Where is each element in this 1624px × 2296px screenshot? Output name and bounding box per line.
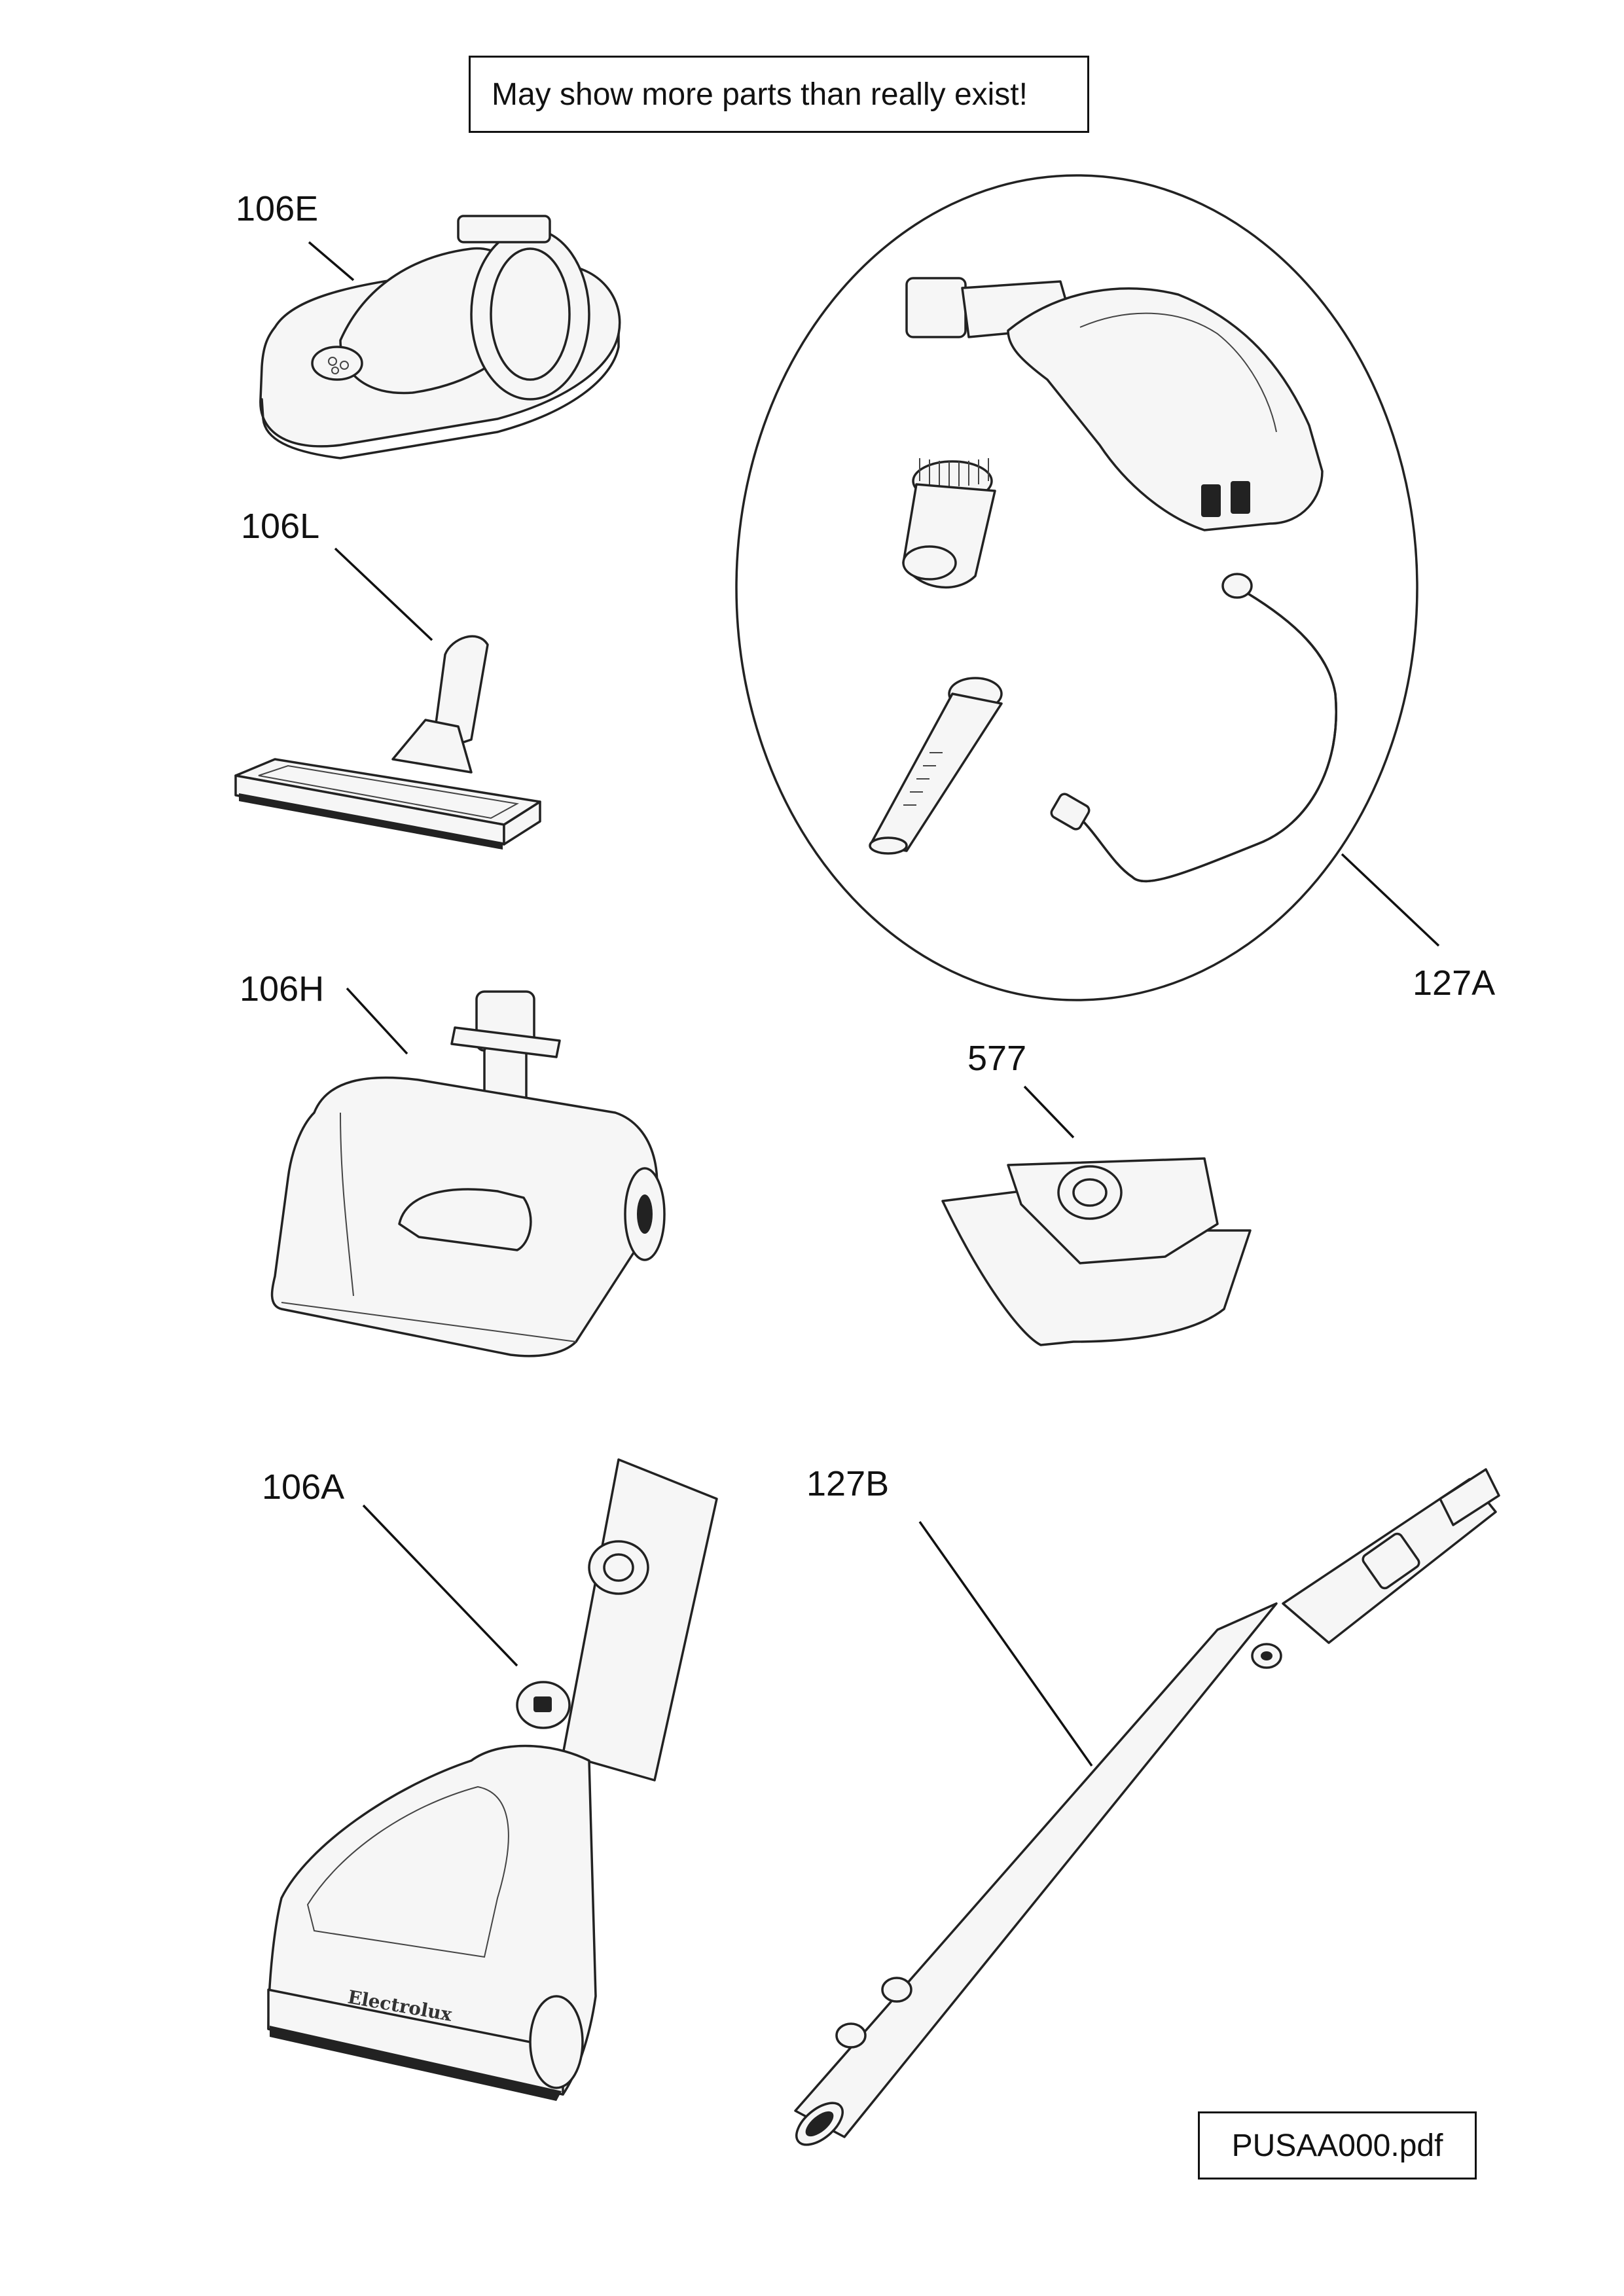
part-106E-upholstery-nozzle — [259, 215, 621, 459]
part-127B-telescopic-tube — [794, 1468, 1500, 2146]
file-name-text: PUSAA000.pdf — [1231, 2128, 1443, 2163]
disclaimer-text: May show more parts than really exist! — [492, 77, 1028, 112]
leader-127A — [1341, 853, 1440, 947]
kit-dusting-brush — [902, 458, 996, 589]
leader-127B — [918, 1520, 1093, 1767]
label-106A: 106A — [262, 1467, 345, 1507]
label-577: 577 — [967, 1039, 1027, 1078]
kit-crevice-tool — [869, 677, 1003, 855]
leader-106H — [346, 987, 408, 1055]
file-name-box: PUSAA000.pdf — [1198, 2111, 1477, 2179]
part-106A-mini-turbo-tool: Electrolux — [267, 1458, 718, 2101]
disclaimer-note: May show more parts than really exist! — [469, 56, 1089, 133]
kit-hose-handle — [905, 277, 1324, 531]
label-106L: 106L — [241, 507, 320, 546]
leader-106E — [308, 241, 355, 281]
part-106H-turbo-brush — [270, 987, 666, 1357]
label-106E: 106E — [236, 189, 319, 228]
leader-106L — [334, 547, 433, 641]
part-577-dust-bag — [941, 1085, 1252, 1346]
leader-577 — [1023, 1085, 1075, 1139]
label-106H: 106H — [240, 969, 325, 1009]
label-127A: 127A — [1413, 963, 1496, 1003]
kit-flexible-hose — [1050, 573, 1337, 883]
kit-outline — [735, 174, 1418, 1001]
label-127B: 127B — [806, 1464, 890, 1503]
leader-106A — [362, 1504, 518, 1667]
part-127A-accessory-kit — [735, 174, 1440, 1001]
part-106L-floor-tool — [234, 547, 541, 850]
